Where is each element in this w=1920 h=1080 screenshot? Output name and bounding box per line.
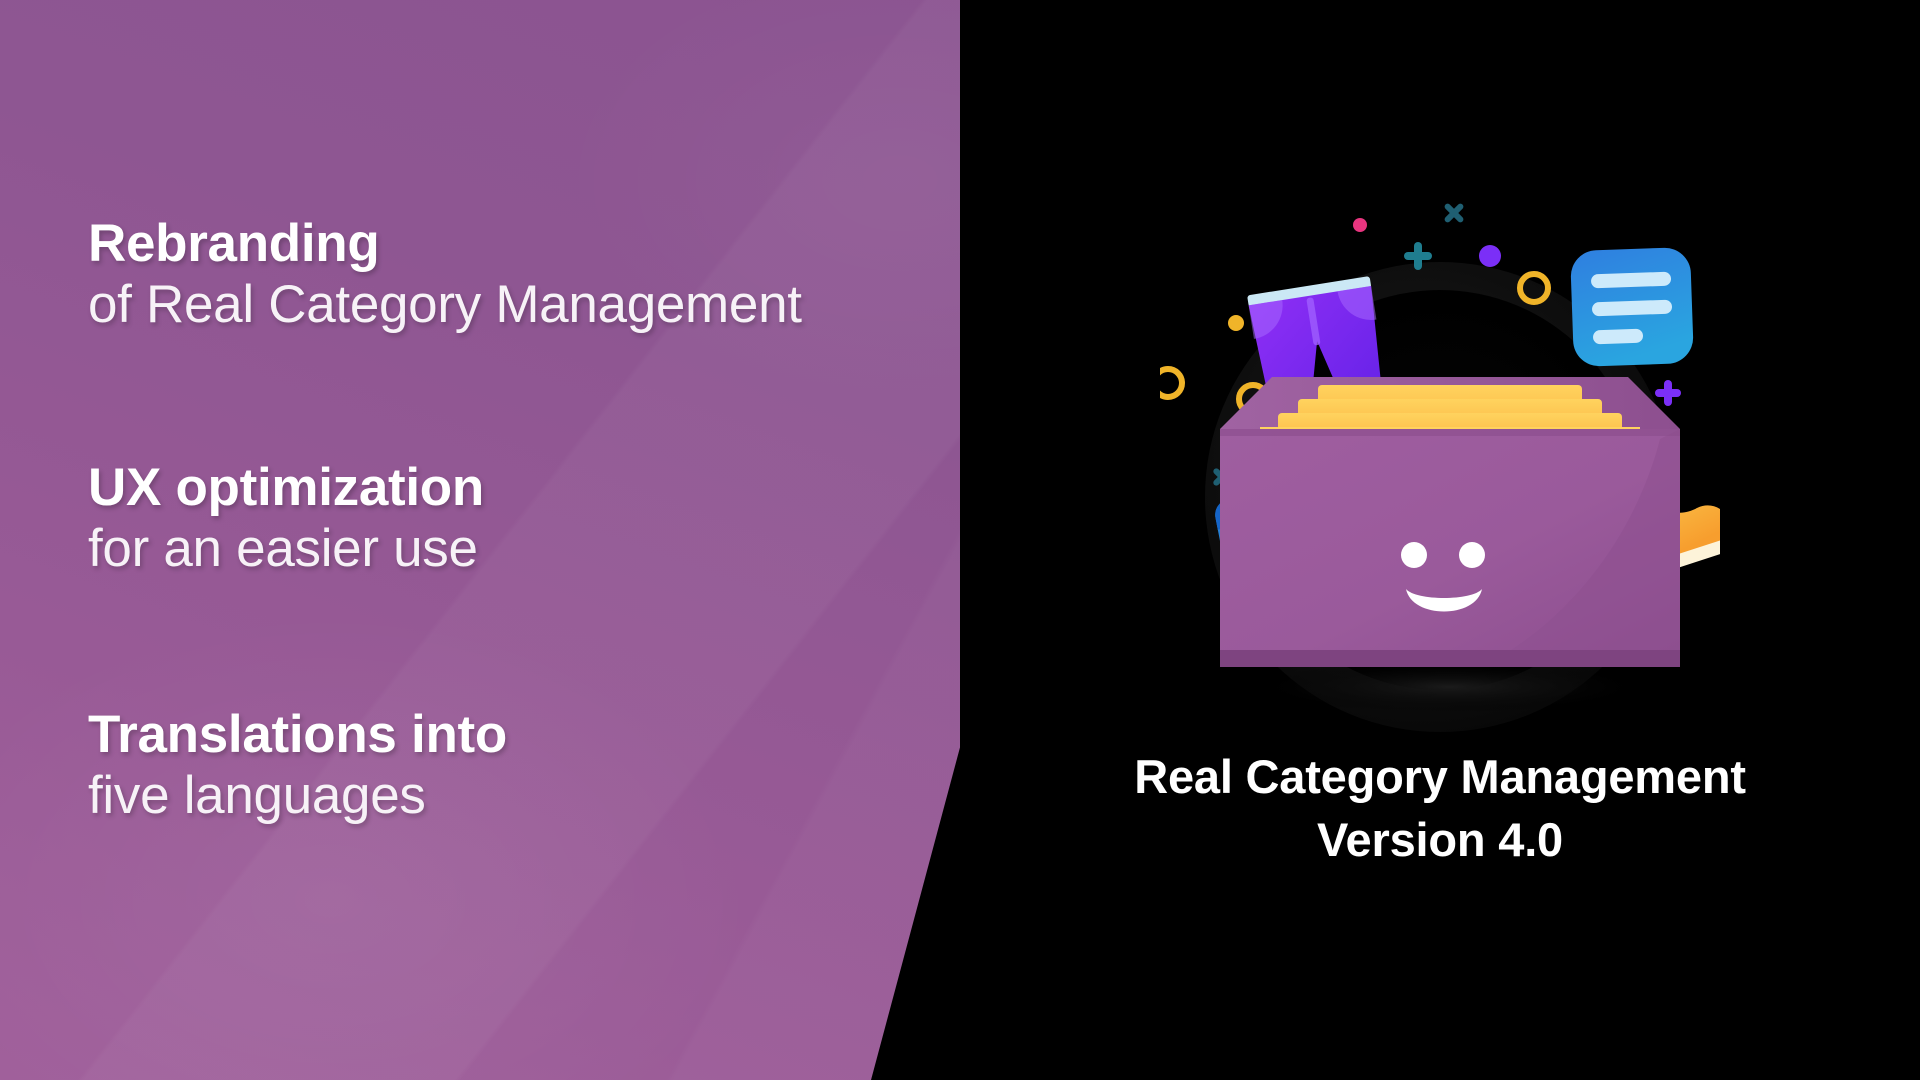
confetti-ring <box>1160 366 1185 400</box>
right-dark-panel: 20 <box>960 0 1920 1080</box>
product-box-illustration: 20 <box>1160 203 1720 713</box>
box-eye-right <box>1459 542 1485 568</box>
product-title-line-1: Real Category Management <box>1134 750 1746 803</box>
confetti-dot <box>1353 218 1367 232</box>
confetti-dot <box>1228 315 1244 331</box>
box-front-shade <box>1490 429 1680 663</box>
product-title: Real Category Management Version 4.0 <box>960 745 1920 872</box>
feature-bullet-list: Rebranding of Real Category Management U… <box>88 0 888 1080</box>
bullet-headline: UX optimization <box>88 458 484 517</box>
confetti-plus <box>1404 242 1432 270</box>
file-box <box>1220 377 1680 667</box>
document-icon <box>1570 247 1694 367</box>
bullet-subline: of Real Category Management <box>88 275 802 335</box>
box-ground-shadow <box>1250 661 1650 713</box>
box-bottom-rim <box>1220 650 1680 667</box>
bullet-headline: Translations into <box>88 705 507 764</box>
feature-bullet-ux-optimization: UX optimization for an easier use <box>88 458 908 580</box>
confetti-plus <box>1655 380 1681 406</box>
product-title-line-2: Version 4.0 <box>1317 813 1563 867</box>
feature-bullet-rebranding: Rebranding of Real Category Management <box>88 214 908 336</box>
box-top-rim <box>1220 429 1680 436</box>
bullet-subline: five languages <box>88 766 426 826</box>
feature-bullet-translations: Translations into five languages <box>88 705 908 827</box>
box-eye-left <box>1401 542 1427 568</box>
box-mouth <box>1406 589 1482 612</box>
box-smiley-face <box>1401 542 1485 612</box>
bullet-subline: for an easier use <box>88 519 478 579</box>
confetti-ring <box>1517 271 1551 305</box>
confetti-dot <box>1479 245 1501 267</box>
bullet-headline: Rebranding <box>88 214 380 273</box>
box-front-panel <box>1220 429 1680 663</box>
